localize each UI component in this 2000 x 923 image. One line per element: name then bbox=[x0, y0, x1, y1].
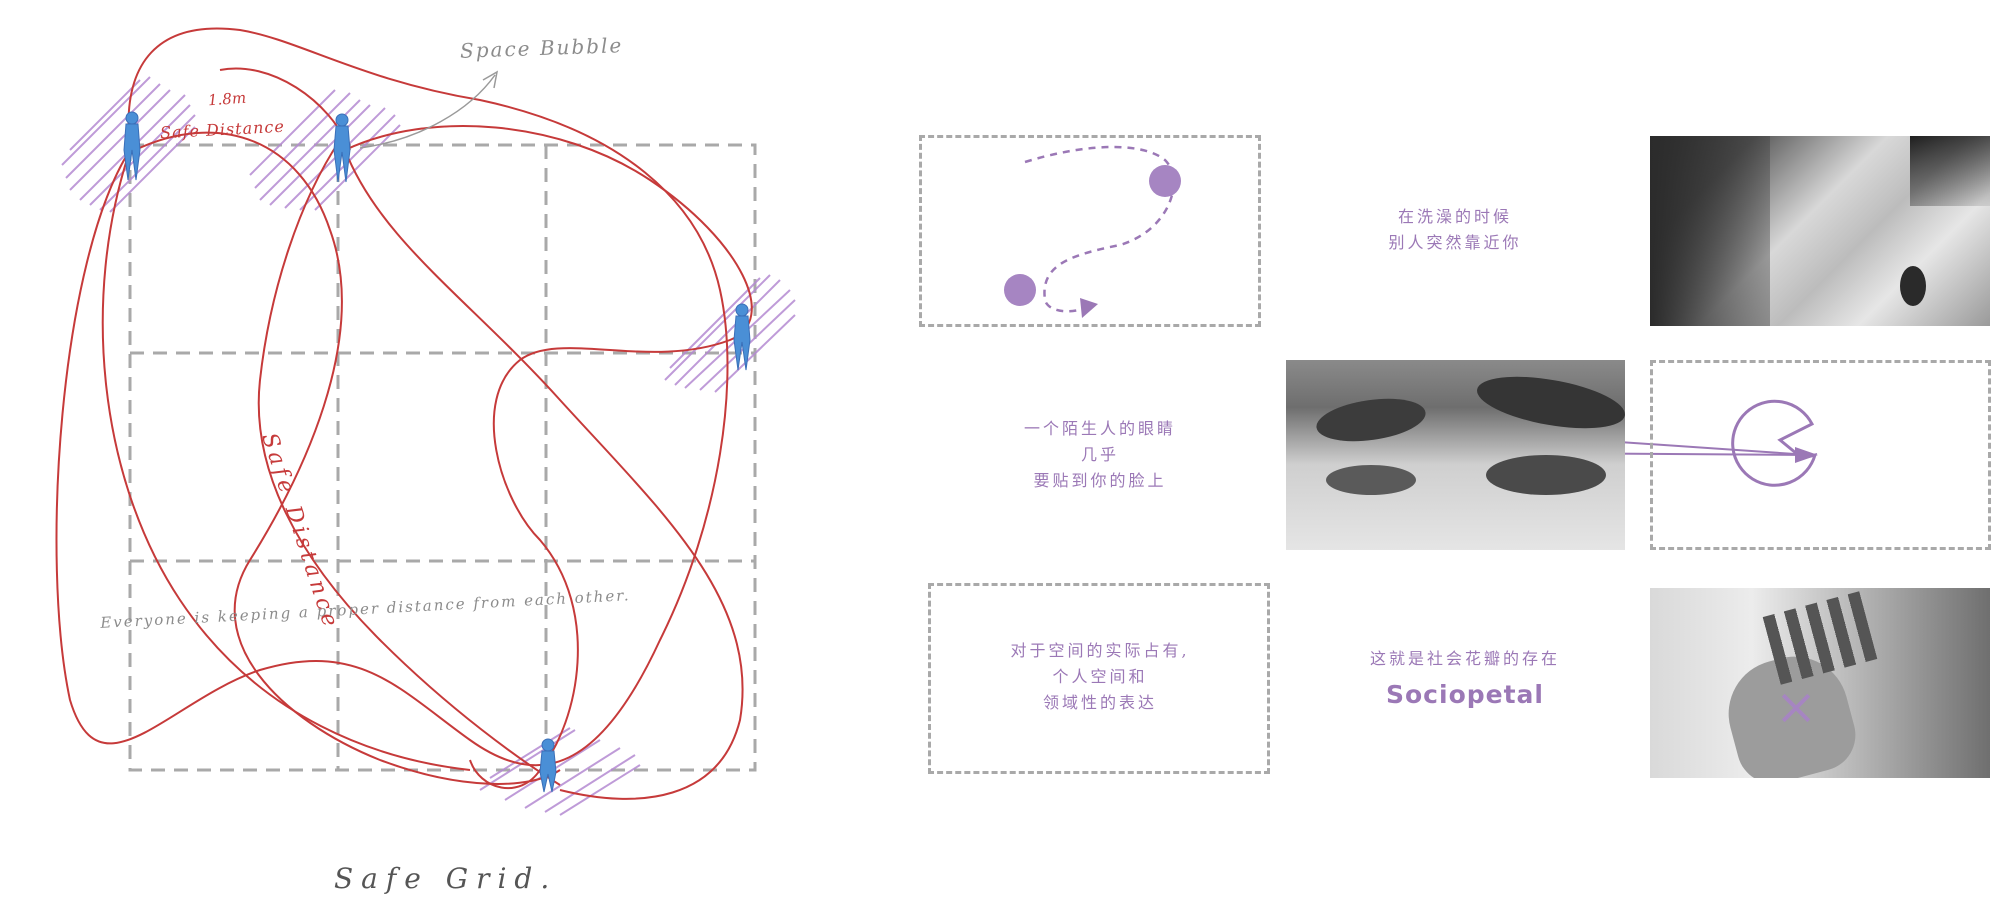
hatch-right bbox=[664, 274, 796, 393]
eye-left bbox=[1326, 465, 1416, 495]
dashed-grid bbox=[128, 143, 757, 772]
fingers bbox=[1762, 591, 1878, 685]
eyes-text: 一个陌生人的眼睛 几乎 要贴到你的脸上 bbox=[980, 416, 1220, 494]
shower-text-line1: 在洗澡的时候 bbox=[1397, 207, 1512, 226]
space-text-line1: 对于空间的实际占有, bbox=[1010, 641, 1190, 660]
petal-text: 这就是社会花瓣的存在 bbox=[1369, 649, 1560, 668]
figure-bottom bbox=[539, 738, 557, 793]
figure-right bbox=[733, 303, 751, 371]
space-text-line3: 领域性的表达 bbox=[1042, 693, 1157, 712]
eyebrow-left bbox=[1313, 392, 1429, 448]
figure-topleft bbox=[123, 111, 141, 181]
shoulder-photo bbox=[1650, 136, 1990, 326]
eyebrow-right bbox=[1473, 367, 1625, 438]
shoulder-shadow bbox=[1650, 136, 1770, 326]
shower-text-line2: 别人突然靠近你 bbox=[1388, 233, 1522, 252]
distance-label: 1.8m bbox=[207, 88, 247, 110]
eye-right bbox=[1486, 455, 1606, 495]
space-text: 对于空间的实际占有, 个人空间和 领域性的表达 bbox=[940, 638, 1260, 716]
sketch-drawing bbox=[55, 27, 796, 816]
shoulder-mark bbox=[1900, 266, 1926, 306]
eyes-photo bbox=[1286, 360, 1625, 550]
space-bubble-loops bbox=[55, 27, 753, 800]
bubble-arrow bbox=[359, 70, 499, 149]
hair-strands bbox=[1910, 136, 1990, 206]
shower-text: 在洗澡的时候 别人突然靠近你 bbox=[1345, 204, 1565, 256]
safe-grid-sketch: Space Bubble 1.8m Safe Distance Safe Dis… bbox=[0, 0, 820, 923]
eyes-text-line1: 一个陌生人的眼睛 bbox=[1023, 419, 1176, 438]
eyes-text-line3: 要贴到你的脸上 bbox=[1033, 471, 1167, 490]
eyes-text-line2: 几乎 bbox=[1080, 445, 1119, 464]
path-diagram-frame bbox=[919, 135, 1261, 327]
x-mark bbox=[1778, 690, 1814, 726]
space-text-line2: 个人空间和 bbox=[1052, 667, 1148, 686]
hand-photo bbox=[1650, 588, 1990, 778]
figure-topmid bbox=[333, 113, 351, 183]
crescent-diagram-frame bbox=[1650, 360, 1991, 550]
space-text-frame bbox=[928, 583, 1270, 774]
hatch-marks bbox=[61, 76, 796, 816]
sketch-caption: Safe Grid. bbox=[334, 862, 558, 895]
sociopetal-title: Sociopetal bbox=[1386, 680, 1544, 709]
hatch-topmid bbox=[249, 89, 401, 211]
